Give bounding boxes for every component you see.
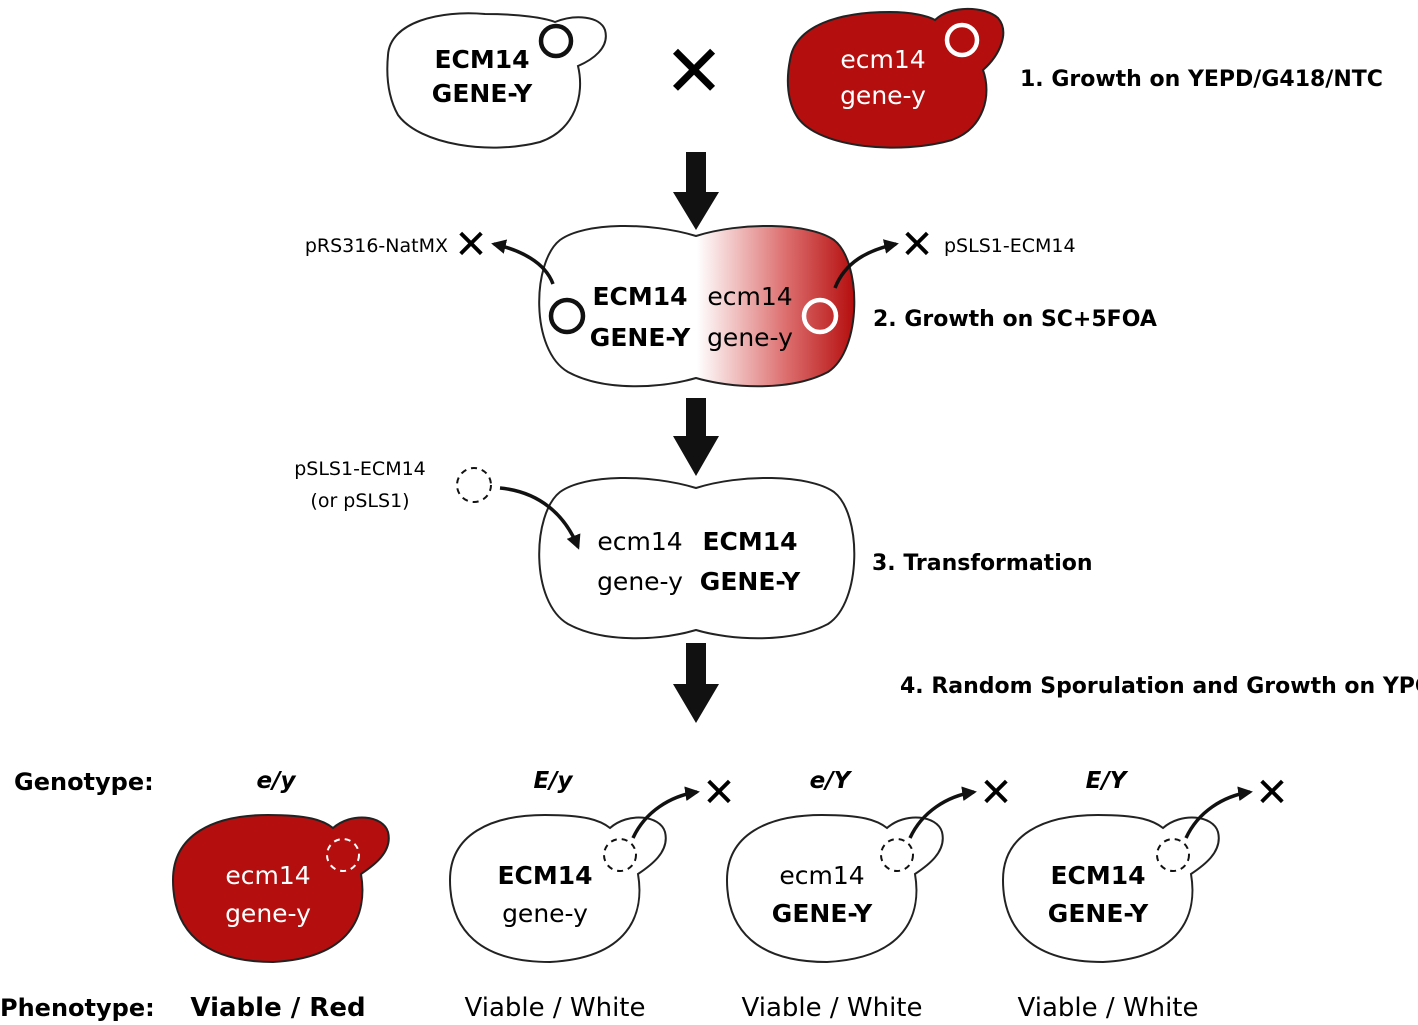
progeny-allele-line1: ecm14 bbox=[225, 861, 310, 890]
progeny-cell-body bbox=[1001, 813, 1220, 964]
diploid-cell-1: ECM14 GENE-Y ecm14 gene-y bbox=[538, 224, 856, 388]
progeny-genotype: e/Y bbox=[810, 768, 853, 794]
diploid-cell-2: ecm14 gene-y ECM14 GENE-Y bbox=[538, 476, 856, 640]
diploid1-right-line2: gene-y bbox=[707, 323, 793, 352]
parent-mutant-line2: gene-y bbox=[840, 81, 926, 110]
plasmid-loss-arrow bbox=[631, 786, 700, 839]
lost-mark: ✕ bbox=[702, 770, 736, 816]
lost-mark: ✕ bbox=[979, 770, 1013, 816]
plasmid-circle bbox=[548, 297, 586, 335]
parent-mutant-line1: ecm14 bbox=[840, 45, 925, 74]
down-arrow-3 bbox=[673, 643, 719, 723]
step-2-label: 2. Growth on SC+5FOA bbox=[873, 307, 1157, 332]
diploid2-right-line2: GENE-Y bbox=[700, 567, 801, 596]
genotype-row-label: Genotype: bbox=[14, 768, 154, 796]
phenotype-row-label: Phenotype: bbox=[0, 994, 155, 1022]
progeny-allele-line1: ecm14 bbox=[779, 861, 864, 890]
diploid1-left-line1: ECM14 bbox=[592, 282, 687, 311]
progeny-allele-line2: GENE-Y bbox=[772, 899, 873, 928]
diploid-cell-1-body bbox=[538, 224, 856, 388]
lost-mark-left: ✕ bbox=[454, 222, 488, 268]
diploid1-right-line1: ecm14 bbox=[707, 282, 792, 311]
lost-plasmid-left-label: pRS316-NatMX bbox=[305, 235, 448, 257]
step-1-label: 1. Growth on YEPD/G418/NTC bbox=[1020, 67, 1383, 92]
cross-symbol: ✕ bbox=[664, 29, 724, 113]
lost-mark: ✕ bbox=[1255, 770, 1289, 816]
diploid2-right-line1: ECM14 bbox=[702, 527, 797, 556]
progeny-cell-body bbox=[448, 813, 667, 964]
plasmid-loss-arrow-right bbox=[833, 239, 899, 289]
plasmid-circle bbox=[326, 838, 360, 872]
lost-plasmid-right-label: pSLS1-ECM14 bbox=[944, 235, 1076, 257]
progeny-phenotype: Viable / White bbox=[1018, 993, 1199, 1023]
progeny-genotype: E/y bbox=[533, 768, 573, 794]
progeny-genotype: e/y bbox=[257, 768, 297, 794]
plasmid-circle bbox=[538, 23, 574, 59]
progeny-allele-line1: ECM14 bbox=[1050, 861, 1145, 890]
incoming-plasmid-label-1: pSLS1-ECM14 bbox=[294, 458, 426, 480]
parent-cell-wildtype-body bbox=[386, 12, 607, 149]
diploid2-left-line2: gene-y bbox=[597, 567, 683, 596]
progeny-cell-body bbox=[725, 813, 944, 964]
progeny-phenotype: Viable / White bbox=[465, 993, 646, 1023]
plasmid-circle bbox=[1156, 838, 1190, 872]
parent-wildtype-line2: GENE-Y bbox=[432, 79, 533, 108]
progeny-allele-line2: GENE-Y bbox=[1048, 899, 1149, 928]
plasmid-loss-arrow bbox=[1184, 786, 1253, 839]
progeny-phenotype: Viable / White bbox=[742, 993, 923, 1023]
parent-cell-mutant: ecm14 gene-y bbox=[786, 7, 1005, 149]
progeny-genotype: E/Y bbox=[1086, 768, 1129, 794]
progeny-phenotype: Viable / Red bbox=[190, 993, 365, 1023]
diploid2-left-line1: ecm14 bbox=[597, 527, 682, 556]
diploid1-left-line2: GENE-Y bbox=[590, 323, 691, 352]
plasmid-circle bbox=[944, 22, 980, 58]
progeny-allele-line2: gene-y bbox=[225, 899, 311, 928]
plasmid-loss-arrow bbox=[908, 786, 977, 839]
progeny-allele-line2: gene-y bbox=[502, 899, 588, 928]
parent-wildtype-line1: ECM14 bbox=[434, 45, 529, 74]
step-3-label: 3. Transformation bbox=[872, 551, 1093, 576]
parent-cell-wildtype: ECM14 GENE-Y bbox=[386, 12, 607, 149]
lost-mark-right: ✕ bbox=[900, 222, 934, 268]
down-arrow-1 bbox=[673, 152, 719, 230]
step-4-label: 4. Random Sporulation and Growth on YPGa… bbox=[900, 674, 1418, 699]
plasmid-loss-arrow-left bbox=[491, 239, 555, 285]
down-arrow-2 bbox=[673, 398, 719, 476]
incoming-plasmid-label-2: (or pSLS1) bbox=[310, 490, 409, 512]
progeny-cell-body bbox=[171, 813, 390, 964]
transformation-arrow bbox=[499, 486, 581, 550]
plasmid-circle bbox=[801, 297, 839, 335]
plasmid-circle bbox=[603, 838, 637, 872]
plasmid-circle bbox=[880, 838, 914, 872]
progeny-allele-line1: ECM14 bbox=[497, 861, 592, 890]
diploid-cell-2-body bbox=[538, 476, 856, 640]
incoming-plasmid-circle bbox=[456, 467, 492, 503]
